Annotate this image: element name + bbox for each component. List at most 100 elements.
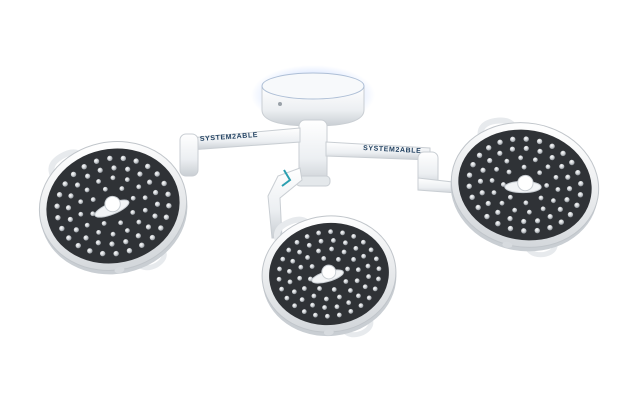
led xyxy=(376,266,382,272)
led xyxy=(276,276,282,282)
led xyxy=(540,206,546,212)
led xyxy=(321,256,327,261)
led xyxy=(470,161,476,168)
led xyxy=(551,198,556,204)
led xyxy=(137,171,143,177)
led xyxy=(161,180,167,187)
led xyxy=(65,205,72,211)
led xyxy=(301,286,307,291)
led xyxy=(147,179,153,185)
led xyxy=(95,240,101,246)
led xyxy=(78,211,84,217)
led xyxy=(322,305,327,310)
led xyxy=(497,150,503,156)
led xyxy=(521,218,527,225)
led xyxy=(466,183,472,190)
led xyxy=(90,197,96,202)
sterile-handle-knob[interactable] xyxy=(103,195,121,213)
led xyxy=(523,136,529,142)
led xyxy=(331,238,336,243)
led xyxy=(518,155,524,161)
led xyxy=(149,234,156,241)
led xyxy=(521,228,527,234)
led xyxy=(291,289,297,295)
led xyxy=(75,242,81,249)
led xyxy=(509,146,516,152)
led xyxy=(279,286,285,292)
led xyxy=(557,206,563,213)
led xyxy=(101,221,107,226)
led xyxy=(376,276,381,282)
led xyxy=(62,181,68,187)
led xyxy=(486,145,492,151)
led xyxy=(93,158,100,164)
led xyxy=(83,235,89,241)
led xyxy=(476,152,483,159)
led xyxy=(125,228,130,233)
led xyxy=(96,179,101,184)
led xyxy=(340,230,345,236)
led xyxy=(532,157,538,163)
led xyxy=(152,213,158,219)
led xyxy=(73,227,79,233)
right-arm: SYSTEM2ABLE xyxy=(325,141,471,195)
led xyxy=(135,233,141,239)
led xyxy=(336,312,342,318)
led xyxy=(292,303,298,309)
led xyxy=(111,165,117,171)
led xyxy=(313,312,318,318)
led xyxy=(74,182,81,188)
led xyxy=(298,264,304,270)
led xyxy=(277,266,282,272)
led xyxy=(466,172,473,178)
led xyxy=(287,269,292,274)
sterile-handle-knob[interactable] xyxy=(516,174,534,192)
led xyxy=(84,222,90,228)
led xyxy=(165,191,171,197)
led xyxy=(354,278,360,284)
led xyxy=(84,187,90,193)
led xyxy=(526,209,532,215)
led xyxy=(301,309,307,314)
led xyxy=(304,234,310,239)
led xyxy=(136,184,142,190)
led xyxy=(560,150,566,157)
led xyxy=(130,195,136,201)
center-light-head xyxy=(261,215,397,338)
sterile-handle-knob[interactable] xyxy=(321,264,337,280)
led xyxy=(125,166,131,172)
led xyxy=(280,256,286,262)
led xyxy=(126,248,133,254)
led xyxy=(491,190,497,196)
led xyxy=(299,297,305,303)
led xyxy=(99,250,106,257)
led xyxy=(96,229,102,235)
led xyxy=(311,293,317,299)
led xyxy=(317,286,322,291)
led xyxy=(325,313,330,319)
led xyxy=(487,157,493,164)
led xyxy=(297,249,302,255)
led xyxy=(507,194,513,200)
led xyxy=(506,169,512,175)
led xyxy=(479,190,485,196)
led xyxy=(553,174,559,180)
led xyxy=(507,216,513,222)
led xyxy=(484,213,490,220)
led xyxy=(373,256,379,262)
led xyxy=(334,304,340,310)
led xyxy=(469,194,475,201)
led xyxy=(534,218,541,224)
left-arm: SYSTEM2ABLE xyxy=(179,127,301,177)
led xyxy=(510,136,516,143)
led xyxy=(124,177,130,183)
led xyxy=(323,296,329,302)
led xyxy=(574,202,580,209)
led xyxy=(348,309,354,314)
led xyxy=(537,170,543,176)
led xyxy=(310,302,315,308)
led xyxy=(316,230,322,236)
led xyxy=(142,195,148,201)
led xyxy=(512,207,518,213)
